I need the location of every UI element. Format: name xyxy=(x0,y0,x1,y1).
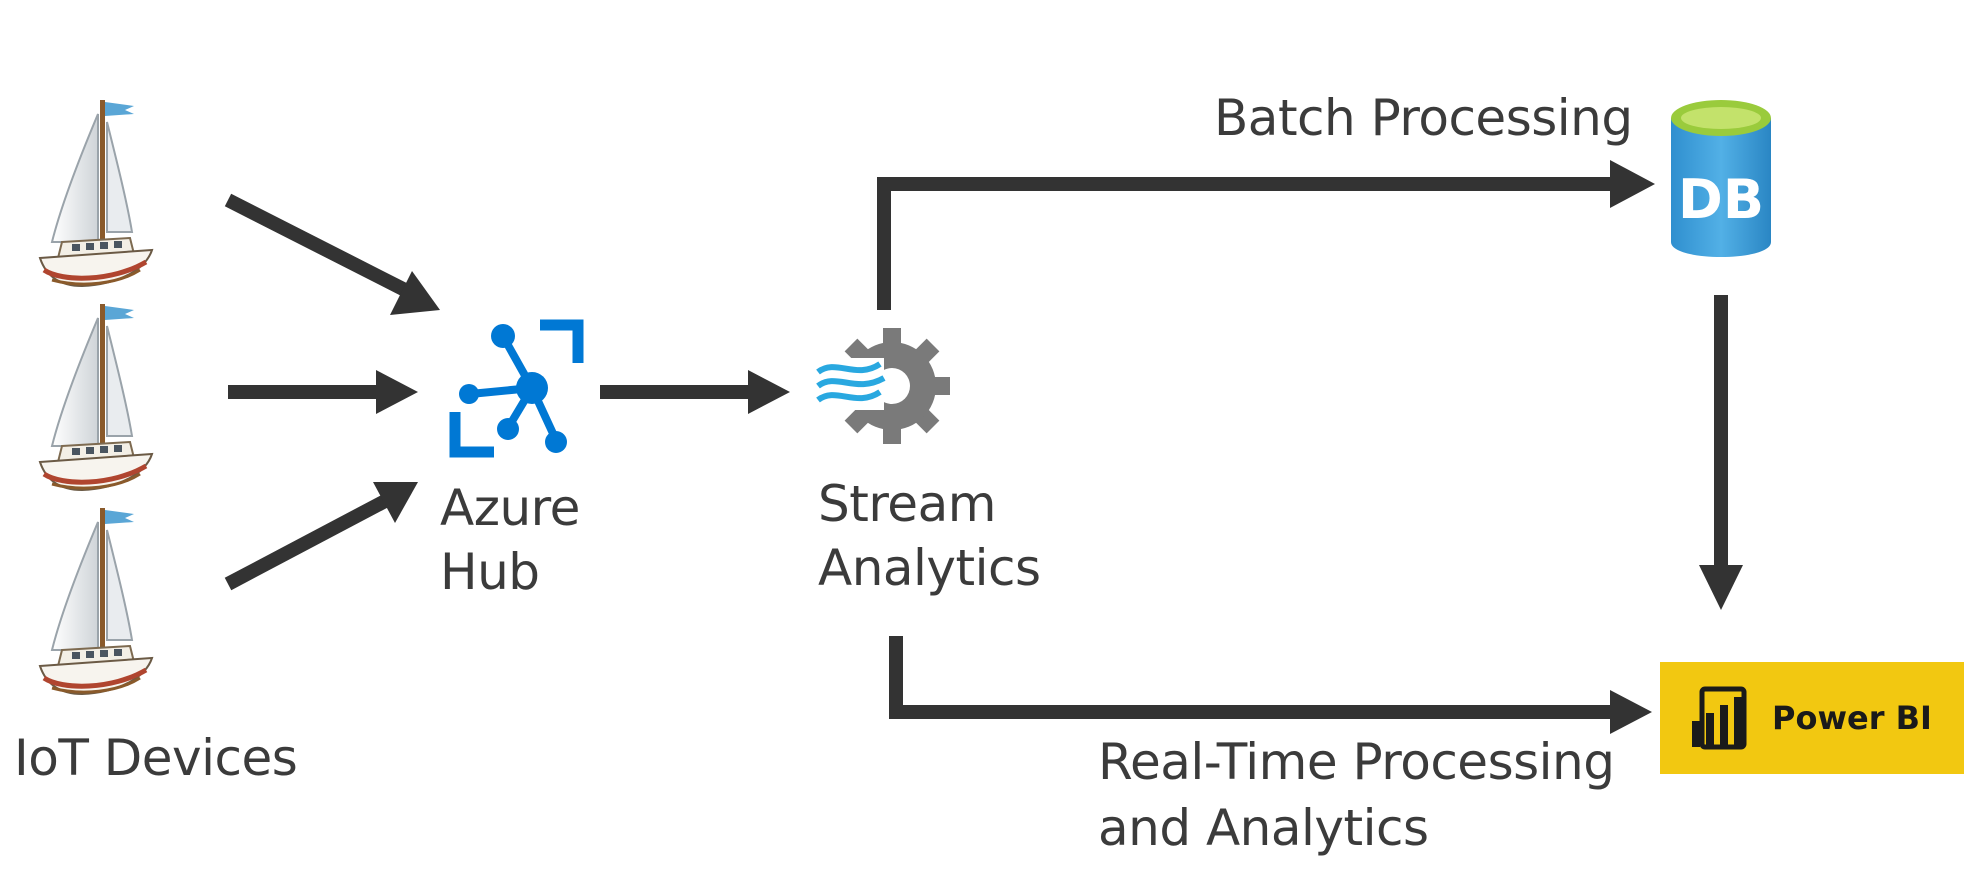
realtime-arrow xyxy=(889,636,1652,734)
sailboat-icon xyxy=(40,508,152,694)
batch-processing-label: Batch Processing xyxy=(1214,89,1633,147)
sailboat-icon xyxy=(40,304,152,490)
azure-hub-label-line2: Hub xyxy=(440,543,540,601)
db-text: DB xyxy=(1678,168,1764,231)
power-bi-logo-icon xyxy=(1692,686,1747,750)
iot-devices-label: IoT Devices xyxy=(14,729,298,787)
batch-arrow xyxy=(877,160,1655,310)
database-icon: DB xyxy=(1671,100,1771,257)
sailboat-icon xyxy=(40,100,152,286)
stream-analytics-label-line1: Stream xyxy=(818,475,996,533)
azure-event-hub-icon xyxy=(449,319,584,458)
hub-to-stream-arrow xyxy=(600,370,790,414)
power-bi-label: Power BI xyxy=(1772,699,1932,737)
db-to-powerbi-arrow xyxy=(1699,295,1743,610)
realtime-label-line2: and Analytics xyxy=(1098,799,1429,857)
azure-hub-label-line1: Azure xyxy=(440,479,580,537)
power-bi-badge: Power BI xyxy=(1660,662,1964,774)
realtime-label-line1: Real-Time Processing xyxy=(1098,733,1615,791)
stream-analytics-label-line2: Analytics xyxy=(818,539,1041,597)
stream-analytics-gear-icon xyxy=(812,328,950,444)
device-to-hub-arrows xyxy=(224,193,440,591)
